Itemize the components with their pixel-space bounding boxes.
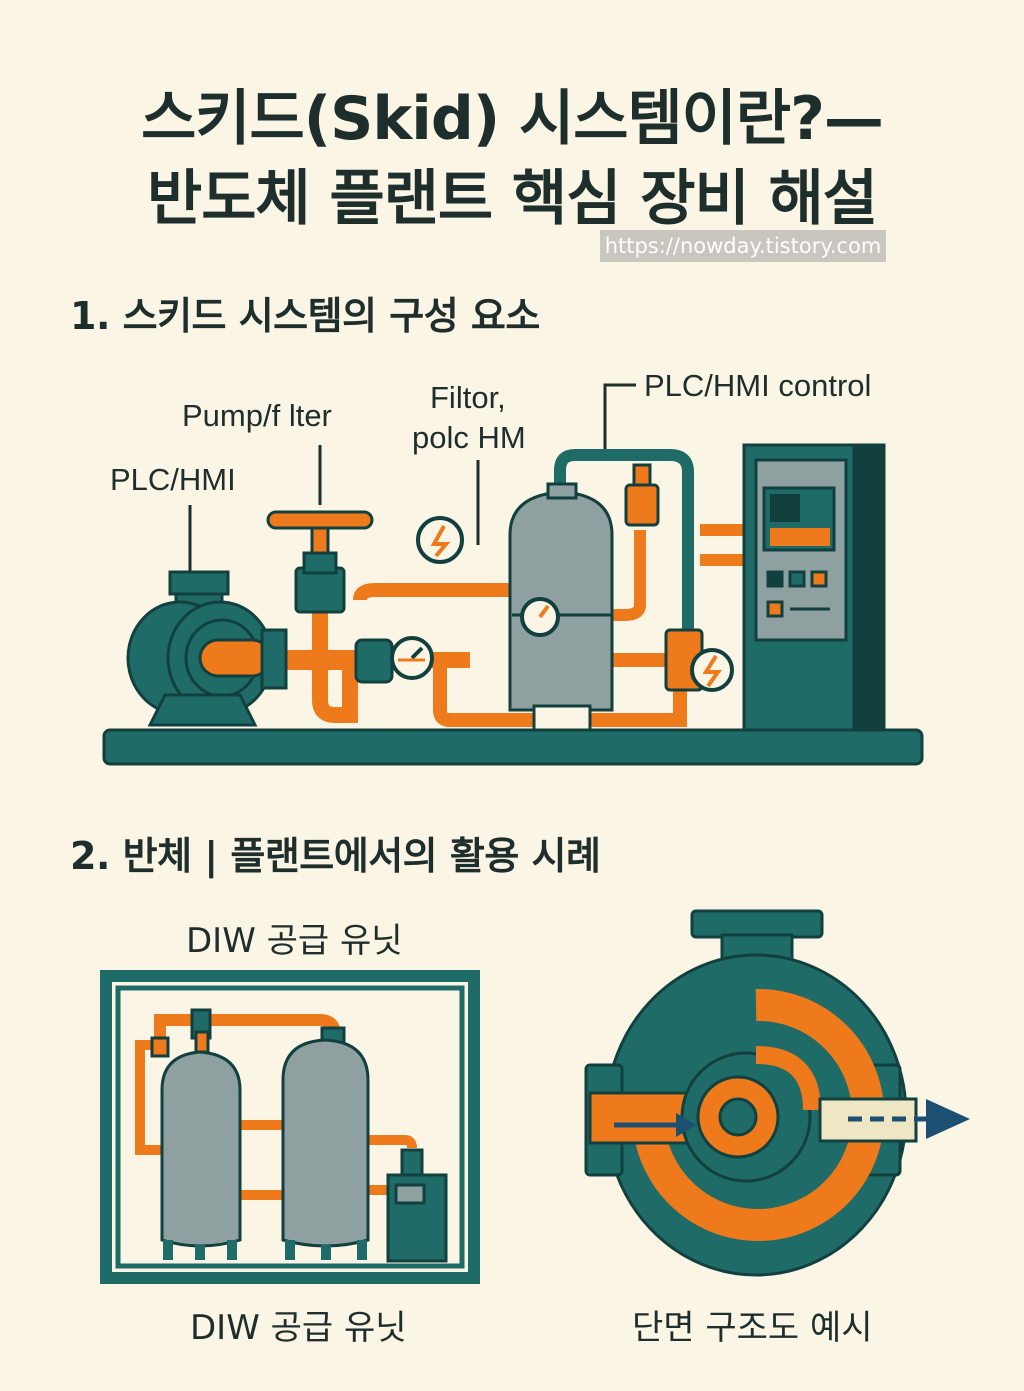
page-title-line2: 반도체 플랜트 핵심 장비 해설 — [147, 164, 878, 234]
label-filtor-line1: Filtor, — [430, 380, 506, 415]
section1-heading: 1. 스키드 시스템의 구성 요소 — [70, 294, 540, 338]
gauge-icon — [520, 597, 560, 637]
label-plc-hmi-control: PLC/HMI control — [644, 368, 872, 403]
label-pump-filter: Pump/f lter — [182, 398, 332, 433]
label-plc-hmi: PLC/HMI — [110, 462, 236, 497]
flow-arrow-icon — [848, 1099, 970, 1139]
watermark-url: https://nowday.tistory.com — [600, 230, 886, 262]
gauge-icon — [416, 516, 464, 564]
pump-cross-section-illustration — [584, 909, 970, 1277]
diw-top-caption: DIW 공급 유닛 — [186, 921, 403, 961]
section2-heading: 2. 반체 | 플랜트에서의 활용 시례 — [70, 834, 601, 878]
skid-system-illustration — [102, 383, 924, 766]
flow-arrow-icon — [614, 1113, 696, 1137]
gauge-icon — [690, 648, 734, 692]
gauge-icon — [390, 636, 434, 680]
label-filtor-line2: polc HM — [412, 420, 526, 455]
diw-supply-unit-illustration — [100, 970, 480, 1284]
page-title-line1: 스키드(Skid) 시스템이란?— — [141, 84, 884, 154]
pump-cross-section-caption: 단면 구조도 예시 — [632, 1308, 873, 1348]
diw-bottom-caption: DIW 공급 유닛 — [190, 1308, 407, 1348]
